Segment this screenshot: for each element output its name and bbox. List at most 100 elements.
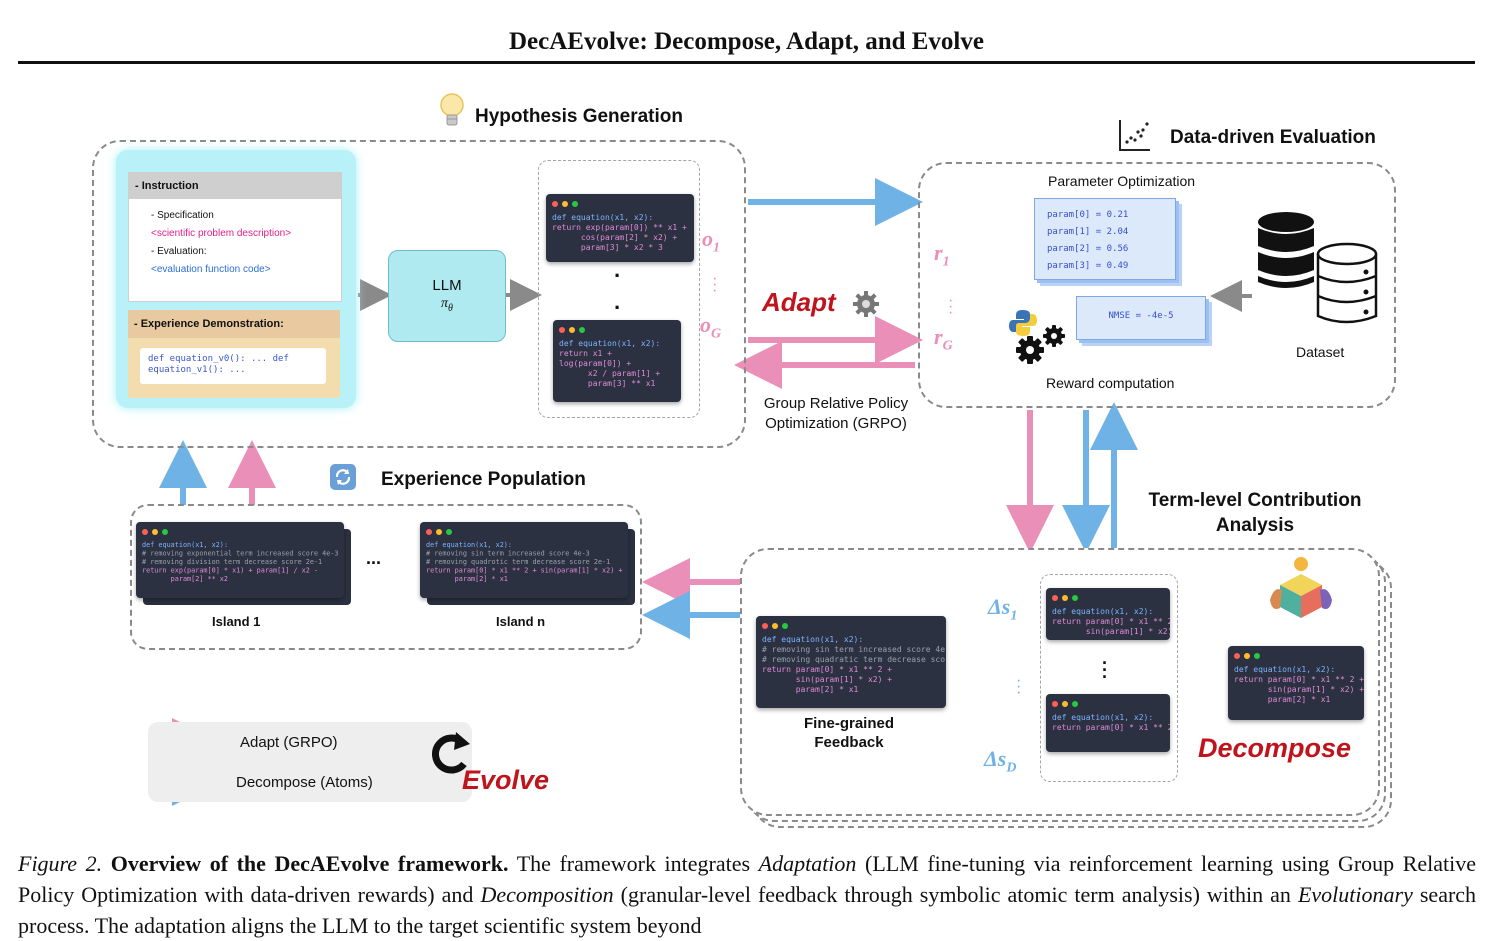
output-oG-code-line: param[3] ** x1 [559, 379, 656, 388]
delta-symbol-1: Δs1 [988, 594, 1018, 624]
feedback-label: Fine-grained Feedback [803, 715, 894, 751]
evolve-label: Evolve [462, 765, 550, 795]
specification-value: <scientific problem description> [151, 228, 292, 239]
hypothesis-generation-panel [92, 140, 746, 448]
delta-symbol-D: ΔsD [984, 746, 1017, 776]
atomD-code-line: return param[0] * x1 ** 2 [1052, 723, 1170, 732]
param-value: param[1] = 2.04 [1047, 227, 1129, 237]
deltas-dots: ··· [1016, 672, 1022, 701]
islandn-code-line: def equation(x1, x2): [426, 541, 512, 549]
feedback-code-line: return param[0] * x1 ** 2 + [762, 665, 893, 674]
reward-symbol-rG: rG [934, 324, 953, 354]
specification-label: - Specification [151, 210, 214, 221]
island1-code-line: # removing division term decrease score … [142, 558, 323, 566]
param-value: param[2] = 0.56 [1047, 244, 1129, 254]
feedback-code-line: # removing quadratic term decrease score… [762, 655, 946, 664]
evaluation-title: Data-driven Evaluation [1170, 127, 1376, 148]
legend-decompose-label: Decompose (Atoms) [236, 774, 373, 791]
islandn-code-line: # removing sin term increased score 4e-3 [426, 549, 590, 558]
legend-box [148, 722, 472, 802]
islandn-code: def equation(x1, x2):# removing sin term… [420, 522, 628, 598]
population-panel [130, 504, 642, 650]
decompose-label: Decompose [1198, 733, 1352, 763]
gears-icon [1014, 322, 1070, 371]
atom-code-1: def equation(x1, x2):return param[0] * x… [1046, 588, 1170, 640]
source-code: def equation(x1, x2):return param[0] * x… [1228, 646, 1364, 720]
output-o1-code-line: cos(param[2] * x2) + [552, 233, 678, 242]
feedback-code-line: sin(param[1] * x2) + [762, 675, 893, 684]
paper-running-title: DecAEvolve: Decompose, Adapt, and Evolve [509, 28, 984, 55]
source-code-line: sin(param[1] * x2) + [1234, 685, 1364, 694]
nmse-box: NMSE = -4e-5 [1076, 296, 1206, 340]
param-value: param[3] = 0.49 [1047, 261, 1129, 271]
output-oG-code-line: return x1 + [559, 349, 612, 358]
adapt-label: Adapt [762, 287, 836, 317]
grpo-label: Group Relative Policy Optimization (GRPO… [763, 395, 909, 432]
source-code-line: def equation(x1, x2): [1234, 665, 1336, 674]
atomD-code-line: def equation(x1, x2): [1052, 713, 1154, 722]
islandn-label: Island n [496, 614, 546, 629]
outputs-vertical-ellipsis: ·· [614, 263, 622, 320]
nmse-value: NMSE = -4e-5 [1108, 311, 1174, 321]
rewards-dots: ··· [948, 292, 954, 321]
evaluation-panel [918, 162, 1396, 408]
instruction-heading: - Instruction [129, 173, 341, 199]
feedback-code-line: param[2] * x1 [762, 685, 859, 694]
scatter-plot-icon [1118, 118, 1152, 157]
atom1-code-line: return param[0] * x1 ** 2 + [1052, 617, 1170, 626]
evolve-cycle-icon [424, 728, 474, 783]
island1-code-line: param[2] ** x2 [142, 575, 228, 583]
island1-code-line: return exp(param[0] * x1) + param[1] / x… [142, 566, 319, 575]
reward-computation-label: Reward computation [1046, 375, 1175, 391]
islandn-code-line: param[2] * x1 [426, 575, 508, 583]
islandn-code-line: return param[0] * x1 ** 2 + sin(param[1]… [426, 566, 623, 575]
feedback-code: def equation(x1, x2):# removing sin term… [756, 616, 946, 708]
param-value: param[0] = 0.21 [1047, 210, 1129, 220]
atom1-code-line: sin(param[1] * x2) [1052, 627, 1170, 636]
output-code-oG: def equation(x1, x2):return x1 +log(para… [553, 320, 681, 402]
atoms-group [1040, 574, 1178, 782]
evaluation-value: <evaluation function code> [151, 264, 271, 275]
refresh-icon [330, 464, 356, 490]
feedback-code-line: def equation(x1, x2): [762, 635, 864, 644]
gear-icon [852, 290, 880, 323]
database-icon [1256, 210, 1380, 333]
island1-code-line: # removing exponential term increased sc… [142, 549, 339, 558]
islands-ellipsis: ... [366, 548, 382, 568]
caption-bold: Overview of the DecAEvolve framework. [110, 851, 509, 876]
lightbulb-icon [440, 93, 464, 136]
island1-label: Island 1 [212, 614, 261, 629]
output-o1-code-line: return exp(param[0]) ** x1 + [552, 223, 687, 232]
outputs-dots: ··· [712, 270, 718, 299]
param-box: param[0] = 0.21 param[1] = 2.04 param[2] =… [1034, 198, 1176, 280]
param-opt-label: Parameter Optimization [1048, 173, 1196, 189]
source-code-line: param[2] * x1 [1234, 695, 1331, 704]
instruction-block: - Instruction - Specification <scientifi… [128, 172, 342, 302]
output-code-o1: def equation(x1, x2):return exp(param[0]… [546, 194, 694, 262]
dataset-label: Dataset [1296, 344, 1345, 360]
llm-box: LLM πθ [388, 250, 506, 342]
experience-block: - Experience Demonstration: def equation… [128, 310, 340, 398]
hypothesis-generation-title: Hypothesis Generation [475, 106, 683, 127]
output-symbol-oG: oG [700, 312, 722, 342]
experience-code: def equation_v0(): ... def equation_v1()… [140, 348, 326, 384]
atom1-code-line: def equation(x1, x2): [1052, 607, 1154, 616]
outputs-group [538, 160, 700, 418]
output-oG-code-line: x2 / param[1] + [559, 369, 661, 378]
caption-figure-number: Figure 2. [18, 851, 103, 876]
islandn-code-line: # removing quadrotic term decrease score… [426, 558, 611, 566]
reward-symbol-r1: r1 [934, 240, 950, 270]
llm-label: LLM [432, 277, 462, 294]
legend-adapt-label: Adapt (GRPO) [240, 734, 338, 751]
island1-code: def equation(x1, x2):# removing exponent… [136, 522, 344, 598]
cube-hands-icon [1266, 556, 1336, 631]
atoms-vertical-ellipsis: ··· [1102, 653, 1108, 687]
output-o1-code-line: param[3] * x2 * 3 [552, 243, 663, 252]
island1-code-line: def equation(x1, x2): [142, 541, 228, 549]
python-icon [1008, 308, 1038, 343]
output-symbol-o1: o1 [702, 226, 720, 256]
atom-code-D: def equation(x1, x2):return param[0] * x… [1046, 694, 1170, 752]
feedback-code-line: # removing sin term increased score 4e-3 [762, 645, 946, 654]
term-level-title: Term-level Contribution Analysis [1148, 490, 1362, 536]
evaluation-label: - Evaluation: [151, 246, 207, 257]
